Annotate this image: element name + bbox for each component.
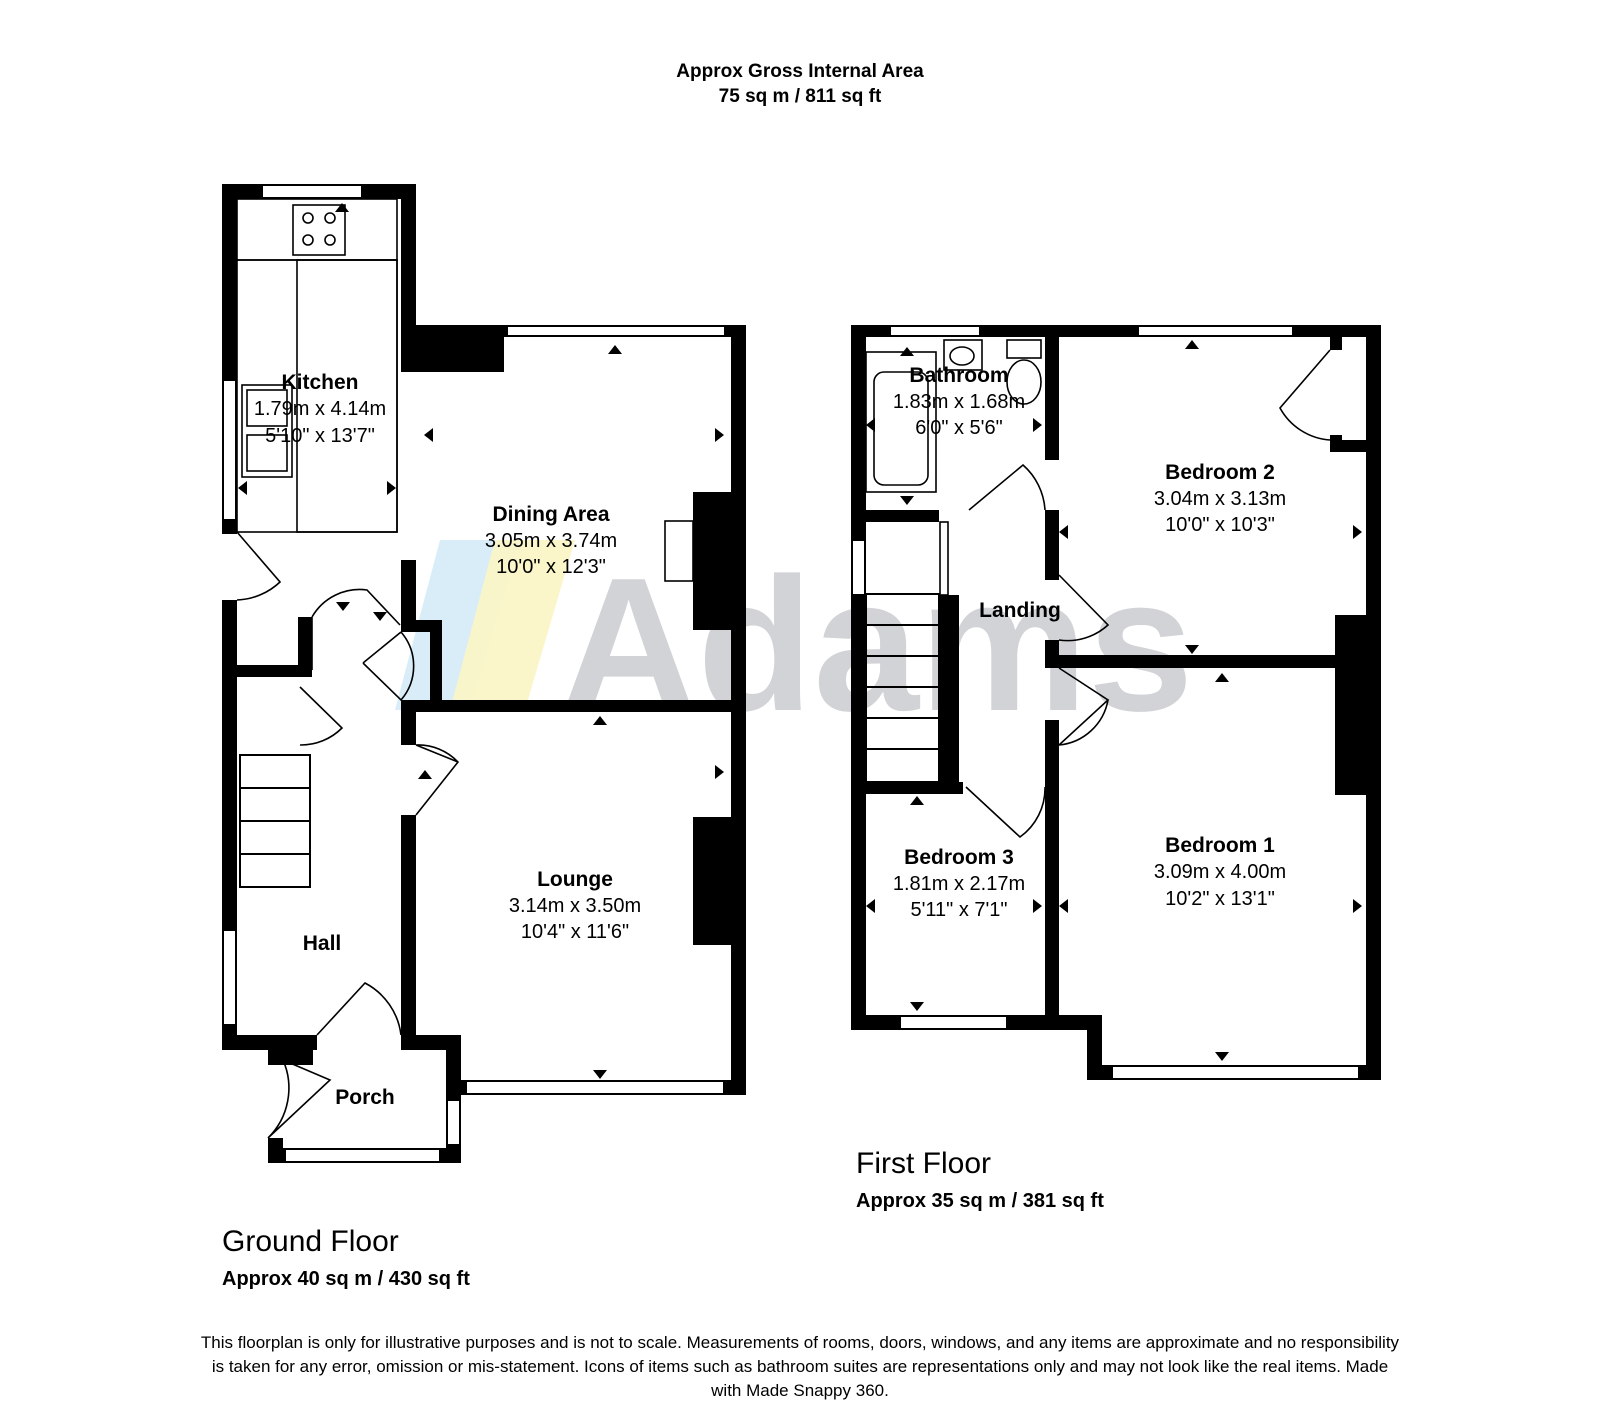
room-name: Porch (335, 1086, 395, 1109)
room-dim-imperial: 5'11" x 7'1" (910, 899, 1007, 921)
room-bedroom-2: Bedroom 2 3.04m x 3.13m 10'0" x 10'3" (1154, 461, 1286, 536)
first-floor-plan (851, 325, 1381, 1080)
disclaimer-text: This floorplan is only for illustrative … (200, 1333, 1400, 1400)
room-porch: Porch (335, 1086, 395, 1109)
room-dim-metric: 3.04m x 3.13m (1154, 488, 1286, 510)
ground-floor-title: Ground Floor (222, 1225, 399, 1258)
room-dim-imperial: 5'10" x 13'7" (265, 425, 375, 447)
room-dim-metric: 3.14m x 3.50m (509, 895, 641, 917)
gross-area-title: Approx Gross Internal Area (676, 61, 924, 82)
room-name: Bedroom 1 (1165, 834, 1275, 857)
room-bedroom-1: Bedroom 1 3.09m x 4.00m 10'2" x 13'1" (1154, 834, 1286, 910)
room-name: Kitchen (281, 371, 358, 394)
room-dim-metric: 1.81m x 2.17m (893, 873, 1025, 895)
room-name: Bedroom 3 (904, 846, 1014, 869)
room-dim-imperial: 10'0" x 10'3" (1165, 514, 1275, 536)
room-dim-metric: 3.09m x 4.00m (1154, 861, 1286, 883)
room-dim-imperial: 10'4" x 11'6" (521, 921, 629, 943)
room-name: Bedroom 2 (1165, 461, 1275, 484)
first-floor-area: Approx 35 sq m / 381 sq ft (856, 1190, 1104, 1212)
room-dim-metric: 1.83m x 1.68m (893, 391, 1025, 413)
first-floor-title: First Floor (856, 1147, 991, 1180)
room-dim-imperial: 10'0" x 12'3" (496, 556, 606, 578)
ground-floor-area: Approx 40 sq m / 430 sq ft (222, 1268, 470, 1290)
ground-floor-plan (222, 184, 746, 1163)
watermark-text: Adams (560, 539, 1194, 751)
room-name: Landing (979, 599, 1061, 622)
room-hall: Hall (303, 932, 342, 955)
room-dim-imperial: 6'0" x 5'6" (915, 417, 1002, 439)
room-landing: Landing (979, 599, 1061, 622)
room-name: Bathroom (909, 364, 1008, 387)
room-name: Lounge (537, 868, 613, 891)
room-bathroom: Bathroom 1.83m x 1.68m 6'0" x 5'6" (893, 364, 1025, 439)
room-name: Dining Area (492, 503, 609, 526)
room-dim-imperial: 10'2" x 13'1" (1165, 888, 1275, 910)
room-name: Hall (303, 932, 342, 955)
room-dim-metric: 1.79m x 4.14m (254, 398, 386, 420)
room-kitchen: Kitchen 1.79m x 4.14m 5'10" x 13'7" (254, 371, 386, 447)
room-bedroom-3: Bedroom 3 1.81m x 2.17m 5'11" x 7'1" (893, 846, 1025, 921)
gross-area-value: 75 sq m / 811 sq ft (718, 86, 882, 107)
room-dim-metric: 3.05m x 3.74m (485, 530, 617, 552)
room-dining-area: Dining Area 3.05m x 3.74m 10'0" x 12'3" (485, 503, 617, 578)
room-lounge: Lounge 3.14m x 3.50m 10'4" x 11'6" (509, 868, 641, 943)
